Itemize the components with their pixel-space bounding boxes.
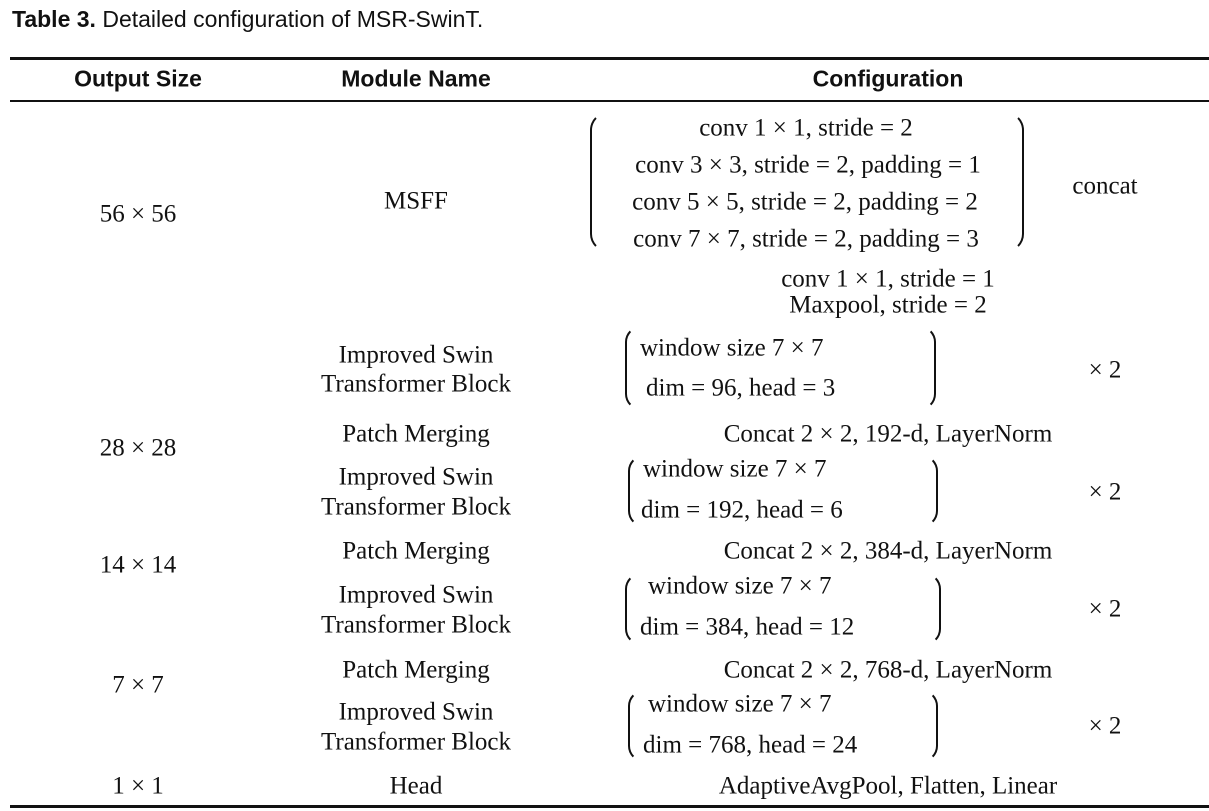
module-swin: Improved Swin	[338, 581, 494, 609]
output-size: 56 × 56	[99, 200, 177, 228]
module-swin: Transformer Block	[320, 611, 512, 639]
repeat-label: × 2	[1088, 478, 1122, 506]
right-bracket	[925, 573, 941, 645]
caption-label: Table 3.	[12, 6, 96, 32]
matrix-row: conv 3 × 3, stride = 2, padding = 1	[635, 151, 981, 179]
output-size: 28 × 28	[99, 434, 177, 462]
module-swin: Improved Swin	[338, 463, 494, 491]
module-swin: Improved Swin	[338, 341, 494, 369]
module-patch-merging: Patch Merging	[342, 420, 490, 448]
matrix-row: conv 5 × 5, stride = 2, padding = 2	[632, 188, 978, 216]
module-swin: Improved Swin	[338, 698, 494, 726]
repeat-label: × 2	[1088, 356, 1122, 384]
right-bracket	[920, 326, 936, 410]
window-size: window size 7 × 7	[643, 455, 827, 483]
left-bracket	[628, 690, 644, 762]
left-bracket	[625, 326, 641, 410]
module-swin: Transformer Block	[320, 728, 512, 756]
matrix-row: conv 7 × 7, stride = 2, padding = 3	[633, 225, 979, 253]
output-size: 1 × 1	[112, 772, 164, 800]
caption-text: Detailed configuration of MSR-SwinT.	[102, 6, 484, 32]
merging-config: Concat 2 × 2, 384-d, LayerNorm	[723, 537, 1053, 565]
top-rule	[10, 57, 1209, 60]
right-bracket	[922, 455, 938, 527]
concat-label: concat	[1072, 172, 1138, 200]
dim-head: dim = 384, head = 12	[640, 613, 855, 641]
header-configuration: Configuration	[812, 65, 964, 92]
right-bracket	[1004, 112, 1024, 252]
module-swin: Transformer Block	[320, 493, 512, 521]
left-bracket	[625, 573, 641, 645]
repeat-label: × 2	[1088, 712, 1122, 740]
matrix-row: conv 1 × 1, stride = 2	[699, 114, 913, 142]
msff-after: conv 1 × 1, stride = 1	[781, 265, 995, 293]
window-size: window size 7 × 7	[648, 572, 832, 600]
head-config: AdaptiveAvgPool, Flatten, Linear	[718, 772, 1058, 800]
module-patch-merging: Patch Merging	[342, 656, 490, 684]
output-size: 7 × 7	[112, 671, 164, 699]
bottom-rule	[10, 805, 1209, 808]
module-head: Head	[389, 772, 443, 800]
dim-head: dim = 96, head = 3	[646, 374, 836, 402]
header-module-name: Module Name	[341, 65, 491, 92]
table-caption: Table 3. Detailed configuration of MSR-S…	[12, 6, 483, 33]
module-patch-merging: Patch Merging	[342, 537, 490, 565]
window-size: window size 7 × 7	[640, 334, 824, 362]
header-output-size: Output Size	[74, 65, 202, 92]
merging-config: Concat 2 × 2, 768-d, LayerNorm	[723, 656, 1053, 684]
left-bracket	[628, 455, 644, 527]
left-bracket	[590, 112, 610, 252]
output-size: 14 × 14	[99, 551, 177, 579]
right-bracket	[922, 690, 938, 762]
module-msff: MSFF	[384, 187, 448, 215]
window-size: window size 7 × 7	[648, 690, 832, 718]
repeat-label: × 2	[1088, 595, 1122, 623]
dim-head: dim = 768, head = 24	[643, 731, 858, 759]
header-rule	[10, 100, 1209, 102]
msff-after: Maxpool, stride = 2	[789, 291, 987, 319]
module-swin: Transformer Block	[320, 370, 512, 398]
dim-head: dim = 192, head = 6	[641, 496, 843, 524]
merging-config: Concat 2 × 2, 192-d, LayerNorm	[723, 420, 1053, 448]
